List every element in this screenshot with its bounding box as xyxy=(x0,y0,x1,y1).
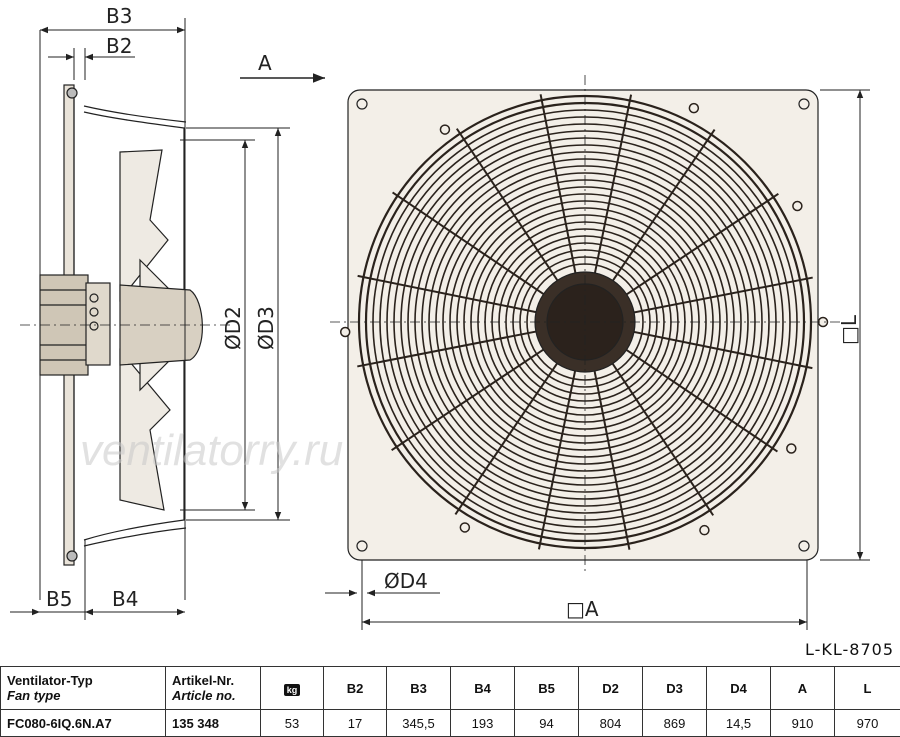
grill-mount-lug xyxy=(787,444,796,453)
watermark: ventilatorry.ru xyxy=(80,426,343,475)
fan-technical-drawing: B3 B2 A ØD2 ØD3 B5 B4 □L ØD4 □A ventilat… xyxy=(0,0,900,660)
view-arrow-a-label: A xyxy=(258,51,272,75)
dim-b3-label: B3 xyxy=(106,4,132,28)
header-d3: D3 xyxy=(643,667,707,710)
header-d2: D2 xyxy=(579,667,643,710)
cell-b4: 193 xyxy=(451,710,515,737)
cell-b2: 17 xyxy=(324,710,387,737)
cell-fan-type: FC080-6IQ.6N.A7 xyxy=(1,710,166,737)
cell-a: 910 xyxy=(771,710,835,737)
header-d4: D4 xyxy=(707,667,771,710)
cell-weight: 53 xyxy=(261,710,324,737)
spec-table: Ventilator-Typ Fan type Artikel-Nr. Arti… xyxy=(0,666,900,737)
header-b5: B5 xyxy=(515,667,579,710)
dim-l-label: □L xyxy=(837,314,861,345)
header-l: L xyxy=(835,667,900,710)
dim-d4-label: ØD4 xyxy=(384,569,428,593)
cell-b3: 345,5 xyxy=(387,710,451,737)
cell-article: 135 348 xyxy=(166,710,261,737)
header-article: Artikel-Nr. Article no. xyxy=(166,667,261,710)
grill-mount-lug xyxy=(341,327,350,336)
grill-mount-lug xyxy=(689,104,698,113)
weight-icon: kg xyxy=(284,684,301,696)
header-weight: kg xyxy=(261,667,324,710)
grill-mount-lug xyxy=(700,526,709,535)
dim-b2-label: B2 xyxy=(106,34,132,58)
table-row: FC080-6IQ.6N.A7 135 348 53 17 345,5 193 … xyxy=(1,710,900,737)
dim-b5-label: B5 xyxy=(46,587,72,611)
cell-l: 970 xyxy=(835,710,900,737)
dim-a-label: □A xyxy=(566,597,599,621)
cell-b5: 94 xyxy=(515,710,579,737)
front-view xyxy=(330,75,840,575)
grill-mount-lug xyxy=(793,201,802,210)
cell-d4: 14,5 xyxy=(707,710,771,737)
header-b2: B2 xyxy=(324,667,387,710)
header-a: A xyxy=(771,667,835,710)
grill-mount-lug xyxy=(460,523,469,532)
cell-d2: 804 xyxy=(579,710,643,737)
table-header-row: Ventilator-Typ Fan type Artikel-Nr. Arti… xyxy=(1,667,900,710)
header-fan-type: Ventilator-Typ Fan type xyxy=(1,667,166,710)
dim-b4-label: B4 xyxy=(112,587,138,611)
header-b4: B4 xyxy=(451,667,515,710)
side-view xyxy=(20,85,230,565)
cell-d3: 869 xyxy=(643,710,707,737)
dim-d2-label: ØD2 xyxy=(221,306,245,350)
dim-d3-label: ØD3 xyxy=(254,306,278,350)
drawing-number: L-KL-8705 xyxy=(805,640,894,659)
header-b3: B3 xyxy=(387,667,451,710)
grill-mount-lug xyxy=(440,125,449,134)
